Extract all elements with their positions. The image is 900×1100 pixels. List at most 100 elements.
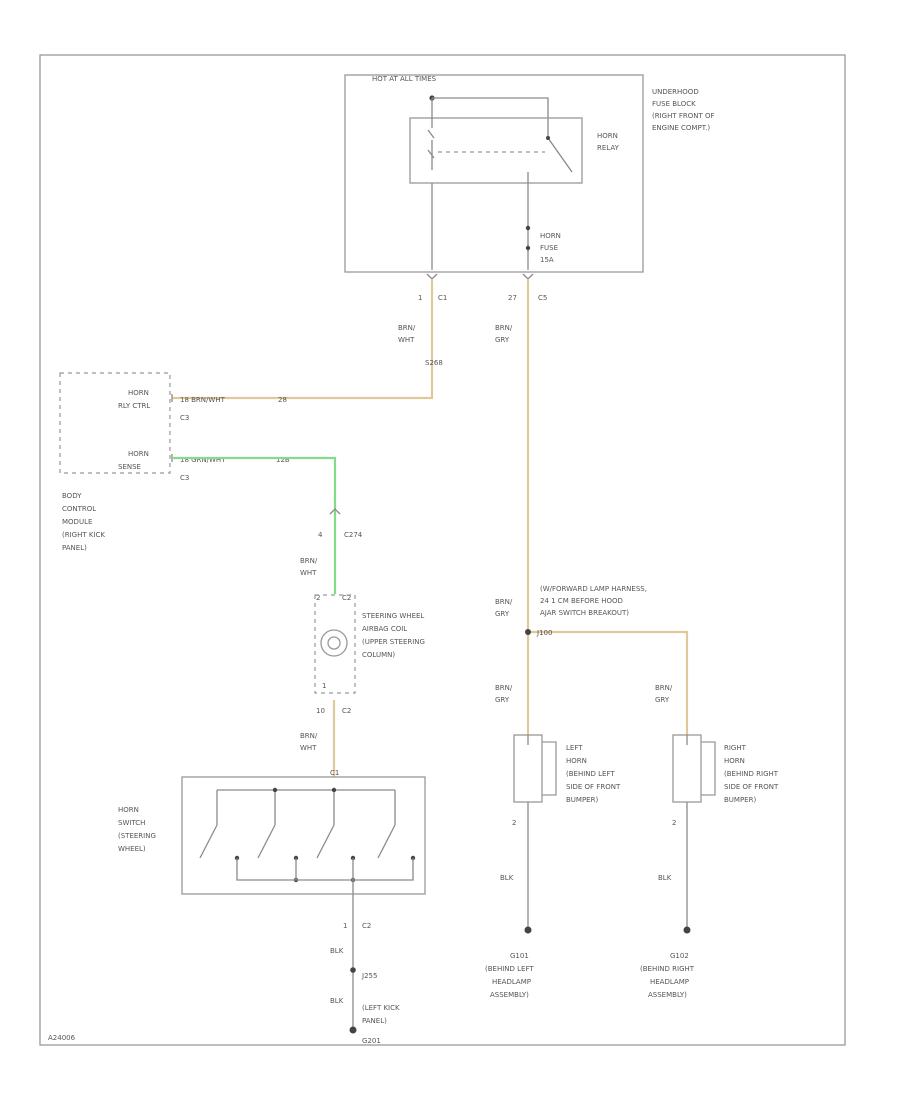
svg-text:BODY: BODY: [62, 492, 82, 500]
svg-text:G201: G201: [362, 1037, 381, 1045]
svg-text:HORN: HORN: [128, 450, 149, 458]
svg-text:(UPPER STEERING: (UPPER STEERING: [362, 638, 425, 646]
clockspring-conn-top-id: C2: [342, 594, 351, 602]
svg-text:24 1 CM BEFORE HOOD: 24 1 CM BEFORE HOOD: [540, 597, 623, 605]
left-horn-name: LEFT HORN (BEHIND LEFT SIDE OF FRONT BUM…: [566, 744, 621, 804]
horn-switch-conn-top: C1: [330, 769, 339, 777]
svg-text:BRN/: BRN/: [300, 557, 318, 565]
svg-text:LEFT: LEFT: [566, 744, 583, 752]
splice-s3-dot: [525, 629, 531, 635]
left-horn-pin: 2: [512, 819, 516, 827]
svg-text:GRY: GRY: [495, 610, 510, 618]
horn-switch-top-bus: [216, 789, 396, 825]
diagram-footer-code: A24006: [48, 1034, 76, 1042]
svg-text:(BEHIND RIGHT: (BEHIND RIGHT: [724, 770, 779, 778]
svg-text:(STEERING: (STEERING: [118, 832, 156, 840]
ground-g102-id: G102: [670, 952, 689, 960]
hot-bus-wire: [432, 97, 549, 130]
svg-text:HORN: HORN: [724, 757, 745, 765]
wire-label-w10: BLK: [500, 874, 514, 882]
fuse-bottom-dot: [525, 245, 531, 251]
diagram-frame: [39, 54, 846, 1046]
svg-text:GRY: GRY: [495, 336, 510, 344]
pin-top-conn-label: C274: [344, 531, 363, 539]
fuse-block-name: UNDERHOOD FUSE BLOCK (RIGHT FRONT OF ENG…: [652, 88, 715, 132]
svg-text:BRN/: BRN/: [495, 684, 513, 692]
svg-text:ENGINE COMPT.): ENGINE COMPT.): [652, 124, 710, 132]
bcm-pin2-name: HORN SENSE: [118, 450, 149, 471]
svg-text:AJAR SWITCH BREAKOUT): AJAR SWITCH BREAKOUT): [540, 609, 629, 617]
svg-text:15A: 15A: [540, 256, 554, 264]
splice-s1-label: S268: [425, 359, 443, 367]
right-horn-name: RIGHT HORN (BEHIND RIGHT SIDE OF FRONT B…: [724, 744, 779, 804]
wire-label-w6: BRN/ GRY: [495, 684, 513, 704]
svg-text:HORN: HORN: [118, 806, 139, 814]
svg-text:(BEHIND LEFT: (BEHIND LEFT: [485, 965, 534, 973]
horn-relay-box: [409, 117, 583, 184]
horn-switch-bottom-bus: [236, 858, 414, 905]
wire-label-w9: BLK: [330, 997, 344, 1005]
svg-text:HORN: HORN: [566, 757, 587, 765]
horn-switch-box: [181, 776, 426, 895]
wire-label-w1: BRN/ WHT: [398, 324, 416, 344]
wire-label-w2: BRN/ GRY: [495, 324, 513, 344]
svg-text:(W/FORWARD LAMP HARNESS,: (W/FORWARD LAMP HARNESS,: [540, 585, 647, 593]
horn-switch-contacts: [199, 824, 396, 859]
svg-text:WHT: WHT: [300, 569, 317, 577]
svg-text:MODULE: MODULE: [62, 518, 92, 526]
svg-text:SIDE OF FRONT: SIDE OF FRONT: [566, 783, 621, 791]
horn-switch-conn-bottom: 1: [343, 922, 347, 930]
svg-text:ASSEMBLY): ASSEMBLY): [490, 991, 529, 999]
horn-switch-conn-bottom-id: C2: [362, 922, 371, 930]
svg-text:GRY: GRY: [495, 696, 510, 704]
clockspring-conn-bottom-id: C2: [342, 707, 351, 715]
svg-text:WHT: WHT: [300, 744, 317, 752]
svg-text:PANEL): PANEL): [362, 1017, 387, 1025]
clockspring-conn-top: 2: [316, 594, 320, 602]
svg-text:BRN/: BRN/: [495, 598, 513, 606]
svg-text:PANEL): PANEL): [62, 544, 87, 552]
bcm-pin1-num: 28: [278, 396, 287, 404]
wire-label-w11: BLK: [658, 874, 672, 882]
bcm-pin2-conn: C3: [180, 474, 189, 482]
clockspring-inner: [327, 636, 341, 650]
horn-switch-dots: [234, 787, 416, 883]
svg-text:SENSE: SENSE: [118, 463, 141, 471]
svg-text:WHEEL): WHEEL): [118, 845, 146, 853]
ground-g101-name: (BEHIND LEFT HEADLAMP ASSEMBLY): [485, 965, 534, 999]
svg-text:COLUMN): COLUMN): [362, 651, 395, 659]
clockspring-name: STEERING WHEEL AIRBAG COIL (UPPER STEERI…: [362, 612, 425, 659]
svg-text:(RIGHT KICK: (RIGHT KICK: [62, 531, 105, 539]
svg-text:BRN/: BRN/: [398, 324, 416, 332]
svg-text:(RIGHT FRONT OF: (RIGHT FRONT OF: [652, 112, 715, 120]
pin-right-label: 27: [508, 294, 517, 302]
relay-contact-dot: [546, 136, 550, 140]
svg-text:SIDE OF FRONT: SIDE OF FRONT: [724, 783, 779, 791]
ground-g101-symbol: [524, 926, 532, 934]
svg-text:GRY: GRY: [655, 696, 670, 704]
fuse-block-box: [344, 74, 644, 273]
splice-s3-label: J100: [536, 629, 552, 637]
ground-g102-name: (BEHIND RIGHT HEADLAMP ASSEMBLY): [640, 965, 695, 999]
pin-left-label: 1: [418, 294, 422, 302]
clockspring-conn-bottom: 10: [316, 707, 325, 715]
ground-g102-symbol: [683, 926, 691, 934]
conn-c274-symbol: [329, 508, 341, 515]
ground-g201-symbol: [349, 1026, 357, 1034]
svg-text:HORN: HORN: [540, 232, 561, 240]
svg-text:CONTROL: CONTROL: [62, 505, 96, 513]
wire-grn-wht-horn-sense: [172, 456, 337, 594]
svg-text:FUSE BLOCK: FUSE BLOCK: [652, 100, 696, 108]
right-horn-pin: 2: [672, 819, 676, 827]
conn-c1-symbol: [426, 273, 438, 280]
wire-label-w8: BLK: [330, 947, 344, 955]
svg-text:BRN/: BRN/: [655, 684, 673, 692]
ground-g101-id: G101: [510, 952, 529, 960]
bcm-name: BODY CONTROL MODULE (RIGHT KICK PANEL): [62, 492, 105, 552]
svg-text:AIRBAG COIL: AIRBAG COIL: [362, 625, 407, 633]
bcm-pin1-wire: 18 BRN/WHT: [180, 396, 226, 404]
relay-coil-symbol: [427, 129, 435, 159]
svg-text:HEADLAMP: HEADLAMP: [650, 978, 689, 986]
bcm-pin2-num: 12B: [276, 456, 290, 464]
